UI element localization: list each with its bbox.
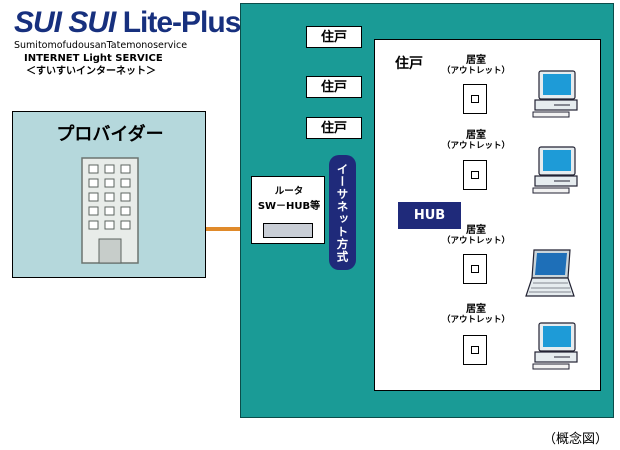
unit-box-2: 住戸 <box>306 76 362 98</box>
room-label-4: 居室 （アウトレット） <box>436 304 516 326</box>
router-box: ルータ SW－HUB等 <box>251 176 325 244</box>
room-label-1: 居室 （アウトレット） <box>436 55 516 77</box>
desktop-computer-icon <box>532 70 578 118</box>
room-subtitle: （アウトレット） <box>441 236 510 246</box>
room-title: 居室 <box>466 304 486 315</box>
diagram-caption: （概念図） <box>542 432 608 447</box>
unit-box-3: 住戸 <box>306 117 362 139</box>
router-label: ルータ <box>274 186 304 197</box>
company-name: SumitomofudousanTatemonoservice <box>14 40 188 51</box>
room-subtitle: （アウトレット） <box>441 315 510 325</box>
switch-hub-label: SW－HUB等 <box>257 201 321 212</box>
brand-name: SUI SUI Lite-Plus <box>14 6 241 40</box>
desktop-computer-icon <box>532 322 578 370</box>
ethernet-method-label: イーサネット方式 <box>329 155 356 270</box>
room-label-3: 居室 （アウトレット） <box>436 225 516 247</box>
outlet-2 <box>463 160 487 190</box>
outlet-3 <box>463 254 487 284</box>
hub-box: HUB <box>398 202 461 229</box>
room-subtitle: （アウトレット） <box>441 141 510 151</box>
room-subtitle: （アウトレット） <box>441 66 510 76</box>
unit-box-1: 住戸 <box>306 26 362 48</box>
outlet-1 <box>463 84 487 114</box>
office-building-icon <box>81 157 139 264</box>
laptop-computer-icon <box>525 249 575 297</box>
brand-prefix: SUI SUI <box>14 6 116 39</box>
brand-suffix: Lite-Plus <box>122 6 242 39</box>
service-logo: SUI SUI Lite-Plus SumitomofudousanTatemo… <box>14 6 241 96</box>
desktop-computer-icon <box>532 146 578 194</box>
room-title: 居室 <box>466 225 486 236</box>
room-label-2: 居室 （アウトレット） <box>436 130 516 152</box>
provider-box: プロバイダー <box>12 111 206 278</box>
provider-title: プロバイダー <box>56 124 164 145</box>
outlet-4 <box>463 335 487 365</box>
room-title: 居室 <box>466 130 486 141</box>
unit-interior-label: 住戸 <box>395 56 423 72</box>
service-tagline: ＜すいすいインターネット＞ <box>26 66 156 77</box>
service-name: INTERNET Light SERVICE <box>24 53 163 64</box>
router-device-icon <box>263 223 313 238</box>
room-title: 居室 <box>466 55 486 66</box>
